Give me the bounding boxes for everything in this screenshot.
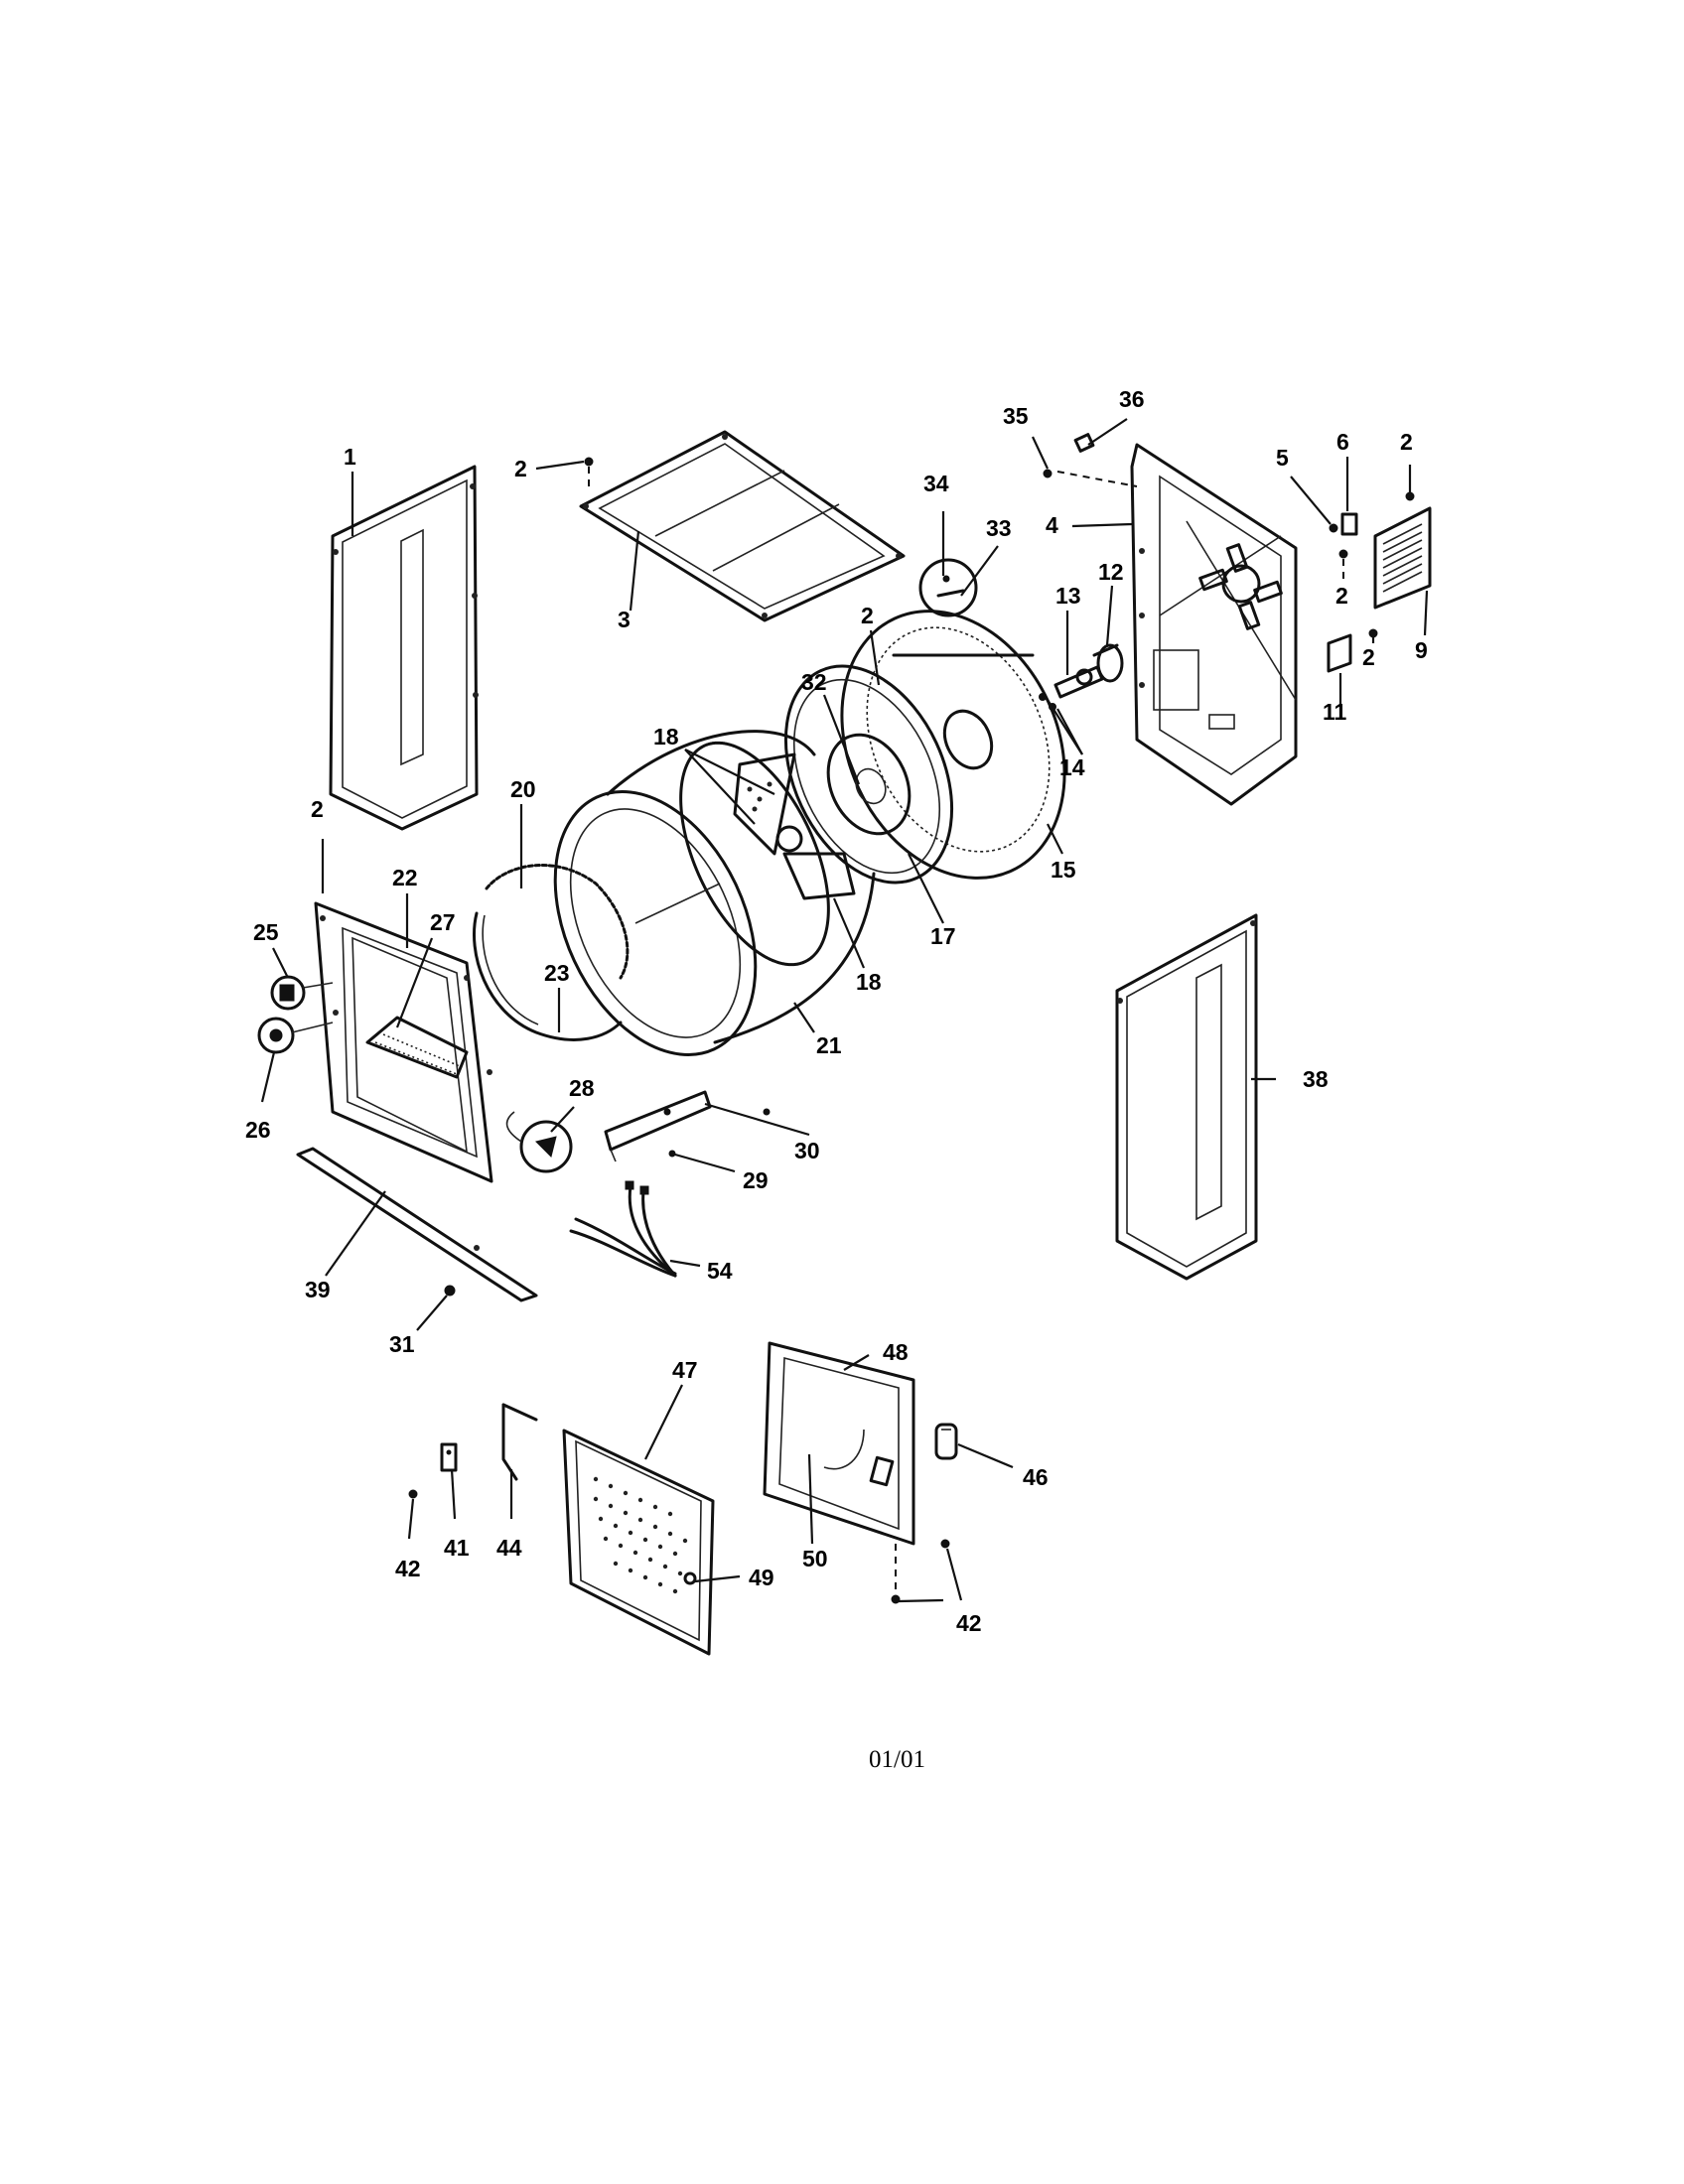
callout-47: 47 [672,1357,698,1383]
callout-22: 22 [392,865,418,890]
callout-35: 35 [1003,403,1029,429]
callout-18: 18 [653,724,679,750]
drum-support-bracket [604,1090,771,1162]
door-panel [562,1429,715,1656]
door-hinge [440,1442,458,1472]
cover-plate [1327,633,1352,673]
lint-filter [365,1016,469,1079]
screw-icon [1338,549,1348,581]
door-handle [934,1423,958,1460]
callout-2: 2 [1335,583,1348,609]
callout-2: 2 [861,603,874,628]
thermostat [257,1017,334,1054]
callout-42: 42 [956,1610,982,1636]
callout-9: 9 [1415,637,1428,663]
callout-11: 11 [1323,699,1347,725]
rear-bearing [826,733,912,836]
callout-labels: 1 2 3 34 33 35 36 5 6 2 4 2 2 9 11 13 12… [245,386,1428,1636]
rear-seal [783,664,954,885]
screw-icon [940,1539,950,1549]
callout-23: 23 [544,960,570,986]
perforation-pattern [593,1476,688,1594]
callout-5: 5 [1276,445,1289,471]
callout-54: 54 [707,1258,733,1284]
callout-28: 28 [569,1075,595,1101]
door-catch [505,1111,573,1173]
callout-20: 20 [510,776,536,802]
callout-27: 27 [430,909,456,935]
callout-30: 30 [794,1138,820,1163]
drum-felt-seal [485,864,630,980]
screw-icon [1043,469,1052,478]
callout-2: 2 [1400,429,1413,455]
leader-lines [260,418,1429,1603]
callout-26: 26 [245,1117,271,1143]
callout-17: 17 [930,923,956,949]
door-hinge-rod [501,1403,538,1481]
left-side-panel [329,465,479,831]
callout-2: 2 [311,796,324,822]
callout-25: 25 [253,919,279,945]
callout-2: 2 [1362,644,1375,670]
callout-33: 33 [986,515,1012,541]
callout-34: 34 [923,471,949,496]
detail-circle [918,558,978,617]
callout-50: 50 [802,1546,828,1571]
callout-44: 44 [496,1535,522,1561]
drum-glide [473,911,623,1041]
callout-36: 36 [1119,386,1145,412]
screw-icon [891,1544,901,1604]
callout-2: 2 [514,456,527,481]
callout-48: 48 [883,1339,909,1365]
front-bulkhead [314,901,493,1183]
bracket-icon [1056,433,1138,487]
callout-46: 46 [1023,1464,1049,1490]
callout-42: 42 [395,1556,421,1581]
screw-icon [408,1489,418,1499]
screw-icon [1405,491,1415,501]
callout-4: 4 [1046,512,1058,538]
screw-icon [444,1285,456,1297]
callout-38: 38 [1303,1066,1329,1092]
drum [553,730,876,1056]
motor-pulley [1092,643,1124,683]
callout-29: 29 [743,1167,769,1193]
callout-31: 31 [389,1331,415,1357]
callout-41: 41 [444,1535,470,1561]
toe-panel [296,1147,538,1302]
top-panel [579,430,906,622]
door-frame [763,1341,915,1546]
right-side-panel [1115,913,1258,1281]
rear-panel [1130,443,1298,806]
wire-harness [569,1180,677,1278]
callout-39: 39 [305,1277,331,1302]
bracket-icon [1340,512,1358,536]
callout-32: 32 [801,669,827,695]
callout-6: 6 [1336,429,1349,455]
clip-icon [1329,523,1338,533]
callout-14: 14 [1059,754,1085,780]
callout-18: 18 [856,969,882,995]
screw-icon [584,457,594,491]
callout-15: 15 [1051,857,1076,883]
callout-13: 13 [1055,583,1081,609]
callout-49: 49 [749,1565,774,1590]
page-footer: 01/01 [869,1746,925,1773]
callout-21: 21 [816,1032,842,1058]
vent-grille [1373,506,1432,610]
callout-1: 1 [344,444,356,470]
callout-3: 3 [618,607,631,632]
callout-12: 12 [1098,559,1124,585]
